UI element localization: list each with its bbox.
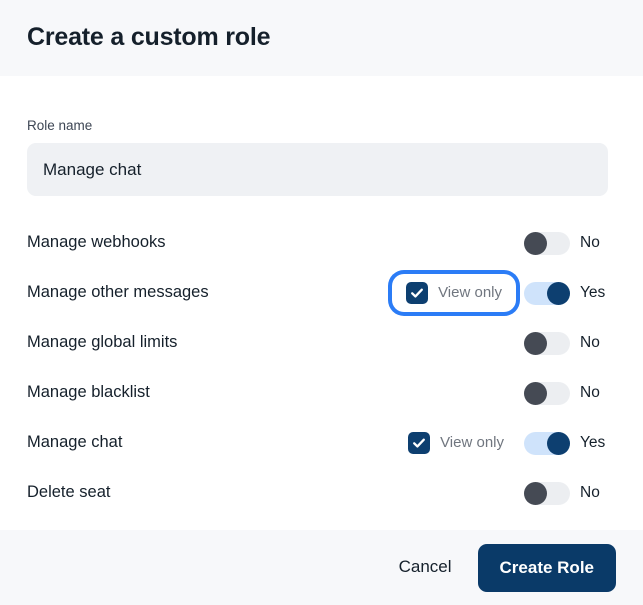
toggle-knob (524, 331, 547, 355)
permission-toggle-group: Yes (524, 431, 616, 455)
toggle-knob (547, 281, 570, 305)
permission-row: Manage other messages View only Yes (27, 268, 616, 318)
toggle-state-label: Yes (580, 283, 606, 301)
toggle-knob (524, 481, 547, 505)
permission-controls: No (524, 331, 616, 355)
permission-label: Manage chat (27, 433, 123, 452)
toggle-knob (524, 381, 547, 405)
permission-toggle[interactable] (524, 281, 570, 305)
role-name-label: Role name (27, 118, 93, 133)
permission-toggle-group: No (524, 331, 616, 355)
permission-label: Manage webhooks (27, 233, 166, 252)
dialog-footer: Cancel Create Role (0, 530, 643, 605)
permission-toggle[interactable] (524, 481, 570, 505)
toggle-state-label: No (580, 483, 600, 501)
checkmark-icon[interactable] (408, 432, 431, 455)
permission-toggle[interactable] (524, 331, 570, 355)
role-name-input[interactable] (27, 143, 608, 197)
create-role-button[interactable]: Create Role (477, 543, 616, 592)
permission-toggle-group: No (524, 481, 616, 505)
permission-toggle-group: No (524, 231, 616, 255)
permission-row: Manage chat View only Yes (27, 418, 616, 468)
page-title: Create a custom role (27, 23, 271, 52)
checkmark-icon[interactable] (406, 282, 429, 305)
permission-toggle-group: No (524, 381, 616, 405)
permission-toggle[interactable] (524, 231, 570, 255)
permission-label: Manage global limits (27, 333, 178, 352)
role-name-field-group: Role name (27, 76, 616, 197)
permission-label: Manage blacklist (27, 383, 150, 402)
permission-controls: No (524, 481, 616, 505)
view-only-checkbox-group[interactable]: View only (392, 274, 516, 313)
permission-controls: No (524, 381, 616, 405)
permission-label: Manage other messages (27, 283, 209, 302)
permission-row: Delete seat No (27, 468, 616, 518)
permission-row: Manage global limits No (27, 318, 616, 368)
toggle-state-label: No (580, 383, 600, 401)
toggle-knob (547, 431, 570, 455)
toggle-state-label: No (580, 333, 600, 351)
view-only-label: View only (440, 434, 504, 452)
permission-controls: View only Yes (396, 425, 616, 461)
permission-toggle[interactable] (524, 381, 570, 405)
permission-toggle-group: Yes (524, 281, 616, 305)
toggle-knob (524, 231, 547, 255)
dialog-header: Create a custom role (0, 0, 643, 76)
permission-label: Delete seat (27, 483, 111, 502)
permission-controls: View only Yes (392, 274, 616, 313)
view-only-checkbox-group[interactable]: View only (396, 425, 516, 461)
permission-row: Manage webhooks No (27, 218, 616, 268)
toggle-state-label: Yes (580, 433, 606, 451)
view-only-label: View only (438, 284, 502, 302)
permission-toggle[interactable] (524, 431, 570, 455)
cancel-button[interactable]: Cancel (391, 547, 460, 587)
permission-row: Manage blacklist No (27, 368, 616, 418)
permission-controls: No (524, 231, 616, 255)
toggle-state-label: No (580, 233, 600, 251)
